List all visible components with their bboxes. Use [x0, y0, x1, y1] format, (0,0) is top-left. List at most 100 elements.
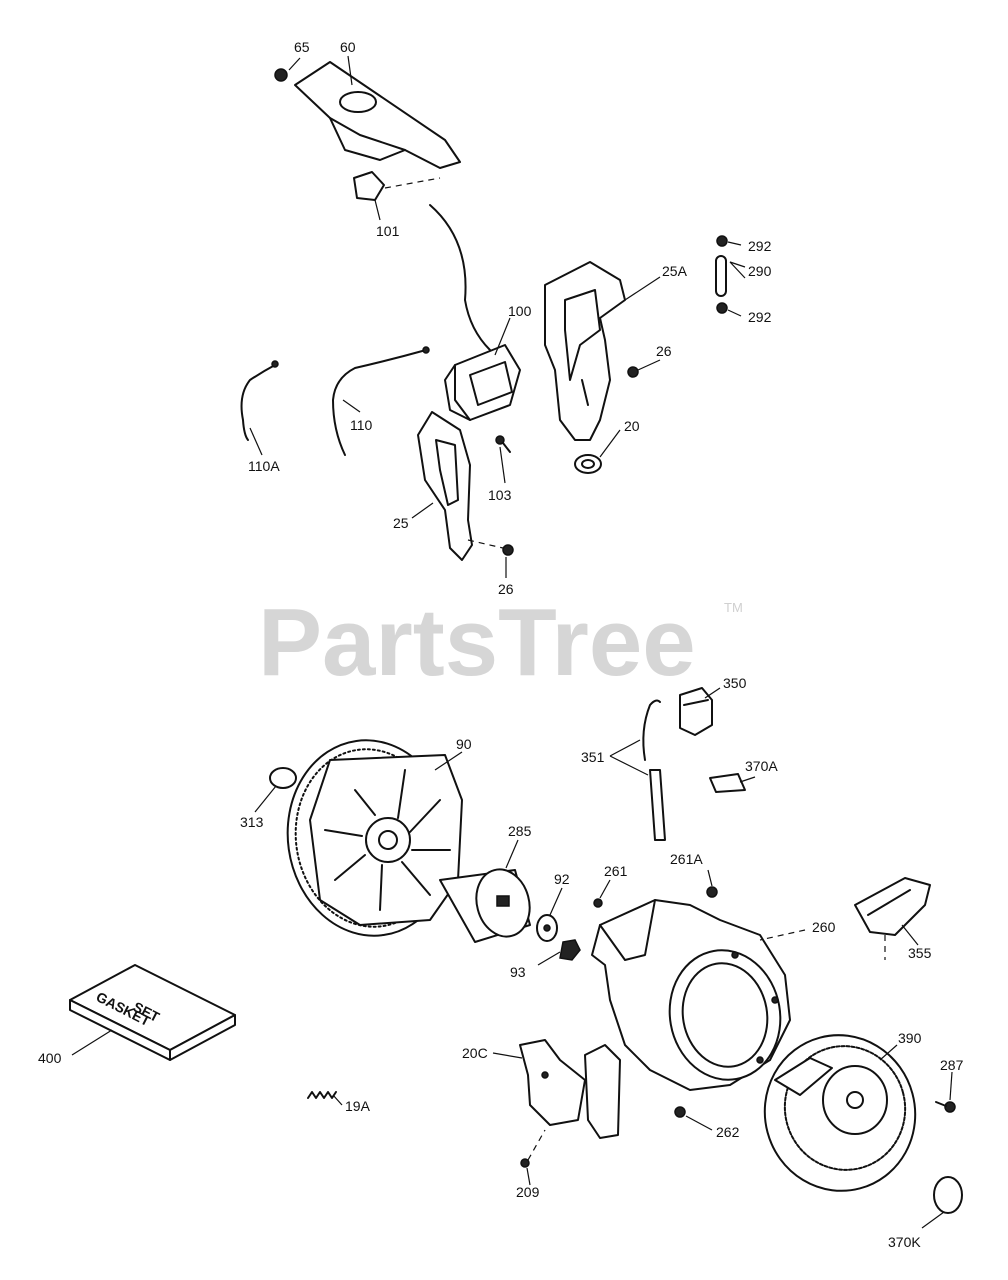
- label-313: 313: [240, 814, 264, 830]
- leader-400: [71, 1029, 113, 1056]
- part-25A-shroud[interactable]: [544, 261, 626, 441]
- part-292-top[interactable]: [716, 235, 728, 247]
- part-209-screw[interactable]: [520, 1158, 530, 1168]
- part-26-screw-upper[interactable]: [627, 366, 639, 378]
- part-261-screw[interactable]: [593, 898, 603, 908]
- label-355: 355: [908, 945, 932, 961]
- part-287-screw[interactable]: [935, 1101, 956, 1113]
- leader-350: [704, 687, 721, 699]
- label-20: 20: [624, 418, 640, 434]
- leader-292a: [727, 241, 742, 246]
- leader-110A: [249, 427, 263, 456]
- part-20C-bracket[interactable]: [519, 1039, 621, 1139]
- leader-287: [949, 1071, 953, 1101]
- part-103-screw[interactable]: [495, 435, 511, 453]
- label-19A: 19A: [345, 1098, 371, 1114]
- part-110-wire[interactable]: [332, 346, 430, 456]
- leader-92: [549, 887, 563, 916]
- label-285: 285: [508, 823, 532, 839]
- part-285-starter-cup[interactable]: [439, 863, 537, 943]
- label-101: 101: [376, 223, 400, 239]
- label-262: 262: [716, 1124, 740, 1140]
- leader-260: [759, 929, 806, 941]
- part-313-bushing[interactable]: [269, 767, 297, 789]
- label-260: 260: [812, 919, 836, 935]
- watermark-text: PartsTree: [258, 589, 696, 696]
- leader-110: [342, 399, 361, 413]
- label-292-top: 292: [748, 238, 772, 254]
- part-60-cover[interactable]: [294, 61, 461, 169]
- leader-370K: [921, 1211, 945, 1229]
- part-400-gasket-set[interactable]: GASKET SET: [69, 964, 236, 1061]
- label-92: 92: [554, 871, 570, 887]
- leader-101: [384, 177, 441, 189]
- part-262-screw[interactable]: [674, 1106, 686, 1118]
- part-390-rewind-starter[interactable]: [747, 1018, 932, 1208]
- label-20C: 20C: [462, 1045, 488, 1061]
- part-65-screw[interactable]: [274, 68, 288, 82]
- label-209: 209: [516, 1184, 540, 1200]
- leader-100: [494, 317, 511, 356]
- watermark-trademark: TM: [724, 600, 743, 615]
- leader-290: [729, 261, 746, 279]
- leader-103: [499, 446, 506, 484]
- label-287: 287: [940, 1057, 964, 1073]
- label-100: 100: [508, 303, 532, 319]
- label-26-lower: 26: [498, 581, 514, 597]
- label-93: 93: [510, 964, 526, 980]
- label-26-upper: 26: [656, 343, 672, 359]
- leader-355: [901, 924, 919, 946]
- label-65: 65: [294, 39, 310, 55]
- leader-261A: [707, 869, 713, 887]
- part-93-nut[interactable]: [559, 939, 581, 961]
- leader-25A: [624, 276, 661, 301]
- label-25A: 25A: [662, 263, 688, 279]
- label-400: 400: [38, 1050, 62, 1066]
- leader-60: [347, 55, 353, 86]
- label-110: 110: [350, 417, 373, 433]
- label-350: 350: [723, 675, 747, 691]
- label-90: 90: [456, 736, 472, 752]
- label-60: 60: [340, 39, 356, 55]
- leader-101: [374, 199, 381, 221]
- label-25: 25: [393, 515, 409, 531]
- part-370K-decal[interactable]: [933, 1176, 963, 1214]
- leader-209: [526, 1167, 531, 1186]
- label-261A: 261A: [670, 851, 703, 867]
- label-290: 290: [748, 263, 772, 279]
- part-26-screw-lower[interactable]: [502, 544, 514, 556]
- part-90-flywheel[interactable]: [275, 730, 465, 947]
- part-110A-wire[interactable]: [240, 360, 279, 441]
- leader-20: [599, 429, 621, 458]
- leader-292b: [727, 309, 742, 317]
- part-292-bottom[interactable]: [716, 302, 728, 314]
- part-350-switch[interactable]: [679, 687, 713, 736]
- leader-26-lower-dash: [467, 539, 504, 549]
- leader-209-dash: [527, 1129, 546, 1161]
- leader-261: [599, 879, 611, 899]
- leader-25: [411, 502, 434, 519]
- part-370A-decal[interactable]: [709, 773, 746, 793]
- part-260-blower-housing[interactable]: [591, 899, 791, 1091]
- part-101-clip[interactable]: [353, 171, 385, 201]
- label-370K: 370K: [888, 1234, 921, 1250]
- part-101-wire: [429, 204, 491, 351]
- part-20-grommet[interactable]: [574, 454, 602, 474]
- label-351: 351: [581, 749, 605, 765]
- leader-93: [537, 951, 561, 966]
- part-19A-spring[interactable]: [307, 1091, 337, 1099]
- label-370A: 370A: [745, 758, 778, 774]
- leader-262: [685, 1115, 713, 1131]
- leader-20C: [492, 1052, 523, 1059]
- part-351-tube[interactable]: [642, 699, 666, 841]
- part-92-washer[interactable]: [536, 914, 558, 942]
- part-261A-screw[interactable]: [706, 886, 718, 898]
- leader-351: [609, 739, 649, 776]
- part-355-guard[interactable]: [854, 877, 931, 960]
- leader-65: [288, 57, 301, 71]
- part-290-link[interactable]: [715, 255, 727, 297]
- part-25-bracket[interactable]: [417, 411, 473, 561]
- part-100-ignition-module[interactable]: [444, 344, 521, 421]
